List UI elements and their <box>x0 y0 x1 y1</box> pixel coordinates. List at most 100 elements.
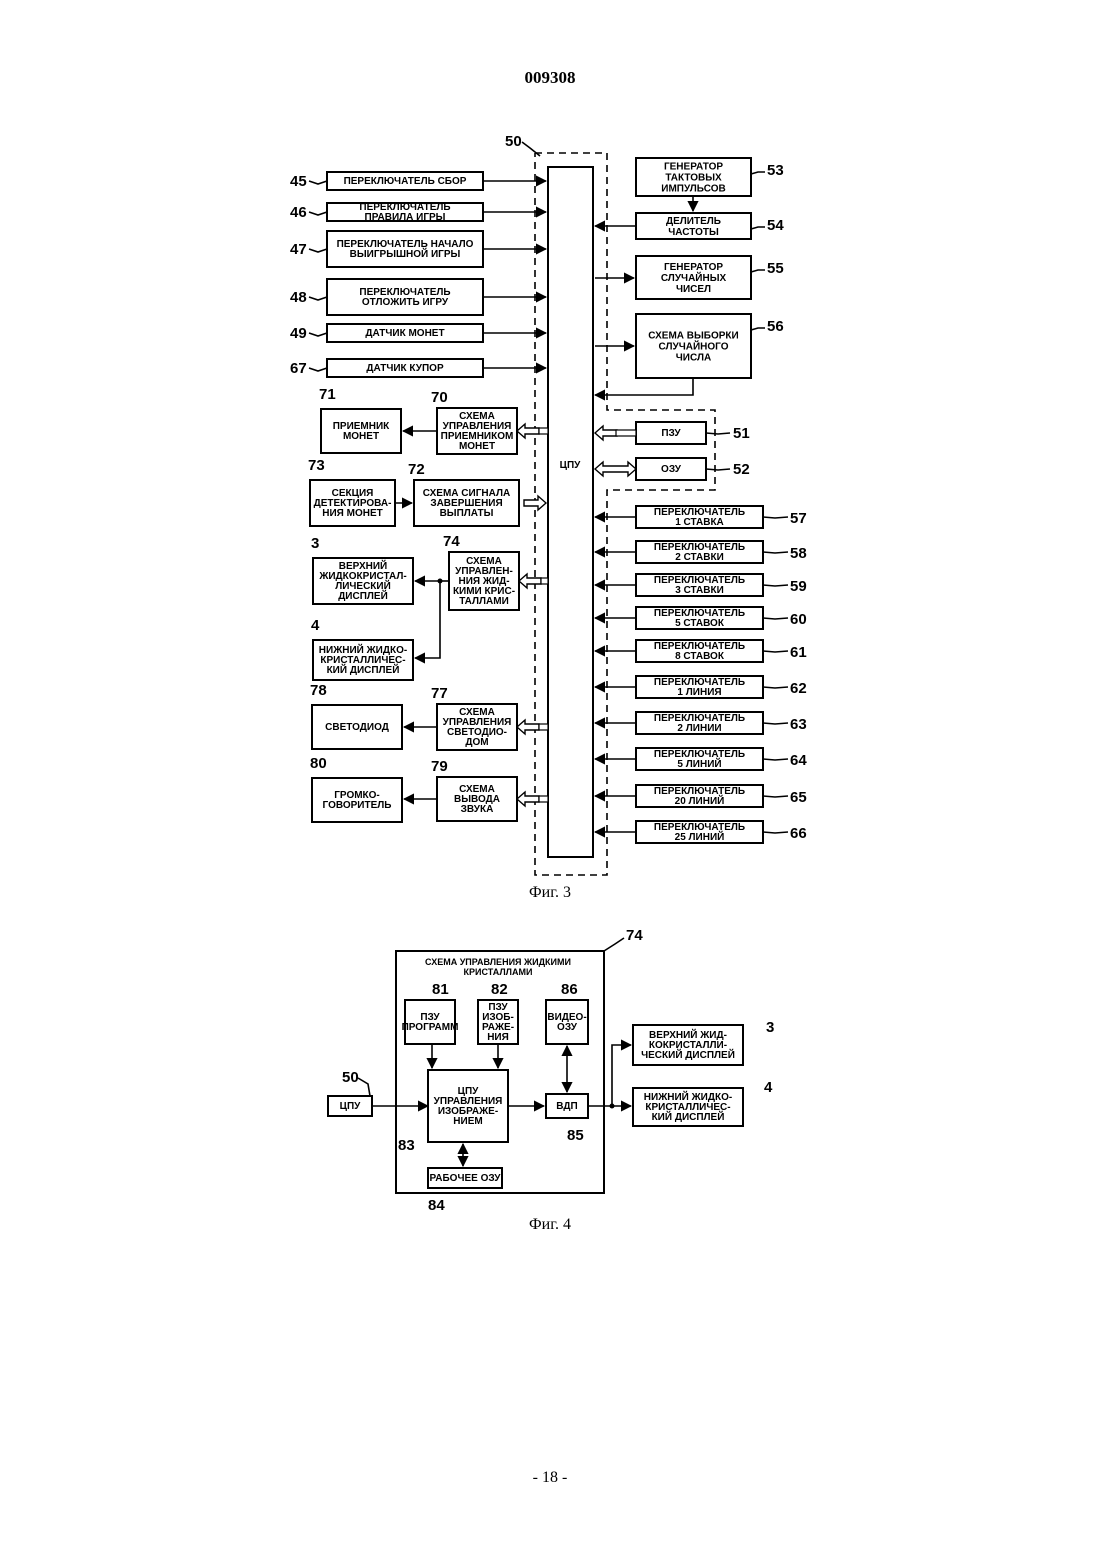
timing-block-53-label: ТАКТОВЫХ <box>665 173 722 184</box>
input-ref-67: 67 <box>290 360 307 377</box>
bet-switch-63-label: 2 ЛИНИИ <box>677 723 721 734</box>
timing-block-56-label: СХЕМА ВЫБОРКИ <box>648 331 738 342</box>
cpu-label: ЦПУ <box>560 460 581 471</box>
ref-leader <box>763 651 788 652</box>
bet-ref-60: 60 <box>790 611 807 628</box>
ref-leader <box>309 181 327 184</box>
upper-lcd-ref: 3 <box>766 1019 774 1036</box>
bet-switch-62-label: 1 ЛИНИЯ <box>677 687 721 698</box>
bet-switch-59-label: 3 СТАВКИ <box>675 585 724 596</box>
output-device-78-label: СВЕТОДИОД <box>325 722 389 733</box>
ref-leader <box>309 333 327 336</box>
ref-leader <box>763 796 788 797</box>
ref-leader <box>706 433 730 434</box>
timing-ref-54: 54 <box>767 217 784 234</box>
fig4-outer-ref: 74 <box>626 927 643 944</box>
output-device-71-label: МОНЕТ <box>343 431 379 442</box>
input-switch-49-label: ДАТЧИК МОНЕТ <box>365 328 444 339</box>
fig4-title-line1: СХЕМА УПРАВЛЕНИЯ ЖИДКИМИ <box>425 957 571 967</box>
bet-switch-65-label: 20 ЛИНИЙ <box>675 794 725 807</box>
bet-switch-57-label: 1 СТАВКА <box>675 517 724 528</box>
input-ref-48: 48 <box>290 289 307 306</box>
vdp-label: ВДП <box>556 1101 577 1112</box>
ref-leader <box>309 212 327 215</box>
timing-block-54-label: ДЕЛИТЕЛЬ <box>666 216 721 227</box>
bet-switch-61-label: 8 СТАВОК <box>675 651 725 662</box>
ref-leader <box>309 368 327 371</box>
program-rom-label: ПРОГРАММ <box>402 1022 459 1033</box>
timing-block-56-label: СЛУЧАЙНОГО <box>659 340 729 353</box>
input-ref-46: 46 <box>290 204 307 221</box>
bus-74 <box>541 578 548 584</box>
ref-leader <box>763 618 788 619</box>
input-ref-49: 49 <box>290 325 307 342</box>
output-control-74-label: ТАЛЛАМИ <box>459 596 509 607</box>
bet-ref-59: 59 <box>790 578 807 595</box>
bet-ref-63: 63 <box>790 716 807 733</box>
bet-ref-62: 62 <box>790 680 807 697</box>
input-switch-45-label: ПЕРЕКЛЮЧАТЕЛЬ СБОР <box>344 176 467 187</box>
figure-3-caption: Фиг. 3 <box>0 884 1100 902</box>
ref-leader <box>309 297 327 300</box>
fig4-cpu-ref: 50 <box>342 1069 359 1086</box>
output-control-77-label: ДОМ <box>465 737 488 748</box>
bet-ref-61: 61 <box>790 644 807 661</box>
rom-bus <box>616 430 636 436</box>
timing-ref-53: 53 <box>767 162 784 179</box>
work-ram-ref: 84 <box>428 1197 445 1214</box>
bet-ref-57: 57 <box>790 510 807 527</box>
ref-leader <box>763 585 788 586</box>
output-ctrl-ref-79: 79 <box>431 758 448 775</box>
junction-dot <box>438 579 443 584</box>
figure-4-caption: Фиг. 4 <box>0 1216 1100 1234</box>
bet-ref-58: 58 <box>790 545 807 562</box>
bet-switch-60-label: 5 СТАВОК <box>675 618 725 629</box>
bus-arrow-74 <box>519 574 541 588</box>
junction-dot <box>610 1104 615 1109</box>
output-dev-ref-78: 78 <box>310 682 327 699</box>
memory-52-label: ОЗУ <box>661 464 682 475</box>
timing-ref-56: 56 <box>767 318 784 335</box>
timing-block-55-label: ЧИСЕЛ <box>676 284 711 295</box>
bet-ref-64: 64 <box>790 752 807 769</box>
memory-ref-51: 51 <box>733 425 750 442</box>
output-device-80-label: ГОВОРИТЕЛЬ <box>323 800 392 811</box>
work-ram-label: РАБОЧЕЕ ОЗУ <box>429 1173 501 1184</box>
ref-leader <box>763 687 788 688</box>
input-switch-48-label: ОТЛОЖИТЬ ИГРУ <box>362 297 449 308</box>
lcd-display-4-label: КИЙ ДИСПЛЕЙ <box>327 663 400 676</box>
output-ctrl-ref-74: 74 <box>443 533 460 550</box>
ref-leader <box>763 832 788 833</box>
timing-block-55-label: ГЕНЕРАТОР <box>664 262 723 273</box>
output-ctrl-ref-77: 77 <box>431 685 448 702</box>
upper-lcd-label: ЧЕСКИЙ ДИСПЛЕЙ <box>641 1048 735 1061</box>
output-dev-ref-73: 73 <box>308 457 325 474</box>
input-switch-67-label: ДАТЧИК КУПОР <box>366 363 444 374</box>
timing-block-54-label: ЧАСТОТЫ <box>668 227 719 238</box>
ref-leader <box>604 938 624 951</box>
page-number: - 18 - <box>0 1469 1100 1487</box>
input-ref-45: 45 <box>290 173 307 190</box>
input-switch-47-label: ВЫИГРЫШНОЙ ИГРЫ <box>350 247 461 260</box>
output-control-70-label: МОНЕТ <box>459 441 495 452</box>
image-control-cpu-label: НИЕМ <box>453 1116 482 1127</box>
input-ref-47: 47 <box>290 241 307 258</box>
image-cpu-ref: 83 <box>398 1137 415 1154</box>
bet-switch-64-label: 5 ЛИНИЙ <box>677 757 721 770</box>
lcd-lower-arrow <box>415 581 440 658</box>
lower-lcd-ref: 4 <box>764 1079 773 1096</box>
ref-leader <box>763 723 788 724</box>
video-ram-label: ОЗУ <box>557 1022 578 1033</box>
output-control-79-label: ЗВУКА <box>461 804 494 815</box>
output-control-72-label: ВЫПЛАТЫ <box>440 508 494 519</box>
ref-leader <box>763 517 788 518</box>
video-ram-ref: 86 <box>561 981 578 998</box>
bet-switch-58-label: 2 СТАВКИ <box>675 552 724 563</box>
bet-ref-65: 65 <box>790 789 807 806</box>
sampler-to-cpu <box>595 378 693 395</box>
timing-block-55-label: СЛУЧАЙНЫХ <box>661 271 727 284</box>
image-rom-label: НИЯ <box>487 1032 509 1043</box>
ref-leader <box>751 270 765 272</box>
rom-bus-arrow <box>595 426 617 440</box>
